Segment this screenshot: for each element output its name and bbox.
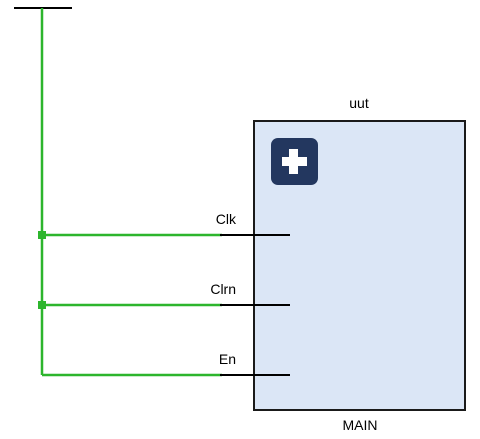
plus-icon <box>282 149 307 174</box>
port-label-en: En <box>219 351 236 367</box>
port-label-clrn: Clrn <box>210 281 236 297</box>
expand-button[interactable] <box>271 138 318 185</box>
module-instance-name: uut <box>349 95 369 111</box>
net-wires <box>40 8 222 377</box>
junction-dot-clrn <box>38 301 46 309</box>
junction-dot-clk <box>38 231 46 239</box>
module-type-name: MAIN <box>343 417 378 433</box>
port-label-clk: Clk <box>216 211 237 227</box>
port-stubs <box>220 234 290 376</box>
